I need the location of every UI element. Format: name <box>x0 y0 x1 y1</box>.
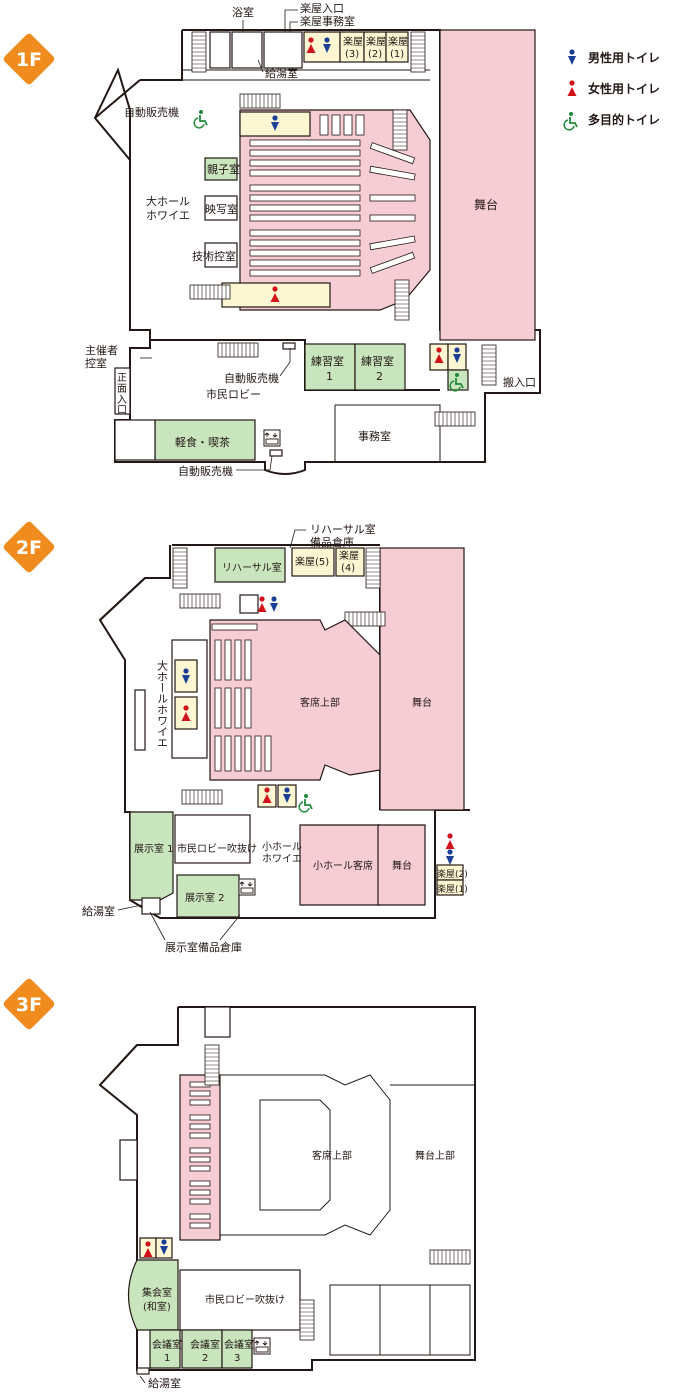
f2-dressing4-number: (4) <box>341 563 355 574</box>
f3-assembly-label-2: (和室) <box>143 1300 171 1313</box>
f2-leader-lines <box>117 529 306 941</box>
f1-dressing-entrance-label: 楽屋入口 <box>300 2 344 15</box>
floor-1-labels: 浴室 楽屋入口 楽屋事務室 給湯室 楽屋 (3) 楽屋 (2) 楽屋 (1) 自… <box>85 2 536 478</box>
f1-tech-control-label: 技術控室 <box>192 249 236 263</box>
f1-kitchenette-label: 給湯室 <box>265 66 298 80</box>
f1-main-entrance-3: 入 <box>117 395 127 406</box>
legend-accessible-label: 多目的トイレ <box>588 112 660 127</box>
f1-vending-top-label: 自動販売機 <box>124 105 179 119</box>
f3-stage-upper-label: 舞台上部 <box>415 1149 455 1162</box>
f1-practice1-number: 1 <box>326 370 333 383</box>
f3-meeting2-label: 会議室 <box>190 1338 220 1351</box>
f1-practice1-label: 練習室 <box>311 354 344 368</box>
f3-meeting1-label: 会議室 <box>152 1338 182 1351</box>
f1-lobby-label: 市民ロビー <box>206 387 261 401</box>
f1-practice2-label: 練習室 <box>361 354 394 368</box>
badge-1f: 1F <box>3 33 55 85</box>
f1-organizer-label-2: 控室 <box>85 356 107 370</box>
f2-foyer-label: 大ホールホワイエ <box>156 659 169 748</box>
f2-exhibit2-label: 展示室 2 <box>185 891 225 904</box>
f1-dressing1-label: 楽屋 <box>388 35 408 48</box>
f1-dressing1-number: (1) <box>390 49 404 60</box>
f1-main-entrance-1: 正 <box>117 373 127 384</box>
f1-foyer-label-2: ホワイエ <box>146 209 190 222</box>
f1-foyer-label-1: 大ホール <box>146 194 190 208</box>
f2-stage-label: 舞台 <box>412 696 432 709</box>
f1-office-label: 事務室 <box>358 429 391 443</box>
accessible-toilet-icon <box>563 111 578 131</box>
f2-small-foyer-label-2: ホワイエ <box>262 853 302 865</box>
floor-1-plan <box>93 29 541 475</box>
f2-stage <box>379 547 465 811</box>
badge-3f-text: 3F <box>16 994 42 1016</box>
f2-seat-rows <box>211 623 272 772</box>
badge-2f-text: 2F <box>16 537 42 559</box>
f1-vending-mid-label: 自動販売機 <box>224 371 279 385</box>
legend-female-label: 女性用トイレ <box>588 81 660 96</box>
f2-seating <box>209 619 381 781</box>
f1-dressing3-label: 楽屋 <box>343 35 363 48</box>
f2-lobby-void-label: 市民ロビー吹抜け <box>177 842 257 855</box>
f1-dressing-office-label: 楽屋事務室 <box>300 14 355 28</box>
f2-rehearsal-store-label-1: リハーサル室 <box>310 522 376 536</box>
f3-kitchenette-label: 給湯室 <box>148 1376 181 1390</box>
f3-seat-rows <box>189 1081 211 1229</box>
f1-stage-label: 舞台 <box>474 197 498 212</box>
f3-meeting1-number: 1 <box>164 1353 170 1364</box>
legend-male-label: 男性用トイレ <box>588 50 660 65</box>
f3-meeting3-number: 3 <box>234 1353 240 1364</box>
badge-3f: 3F <box>3 978 55 1030</box>
f1-cafe-label: 軽食・喫茶 <box>175 435 230 449</box>
f1-dressing2-label: 楽屋 <box>366 35 386 48</box>
f2-kitchenette-label: 給湯室 <box>82 904 115 918</box>
f1-main-entrance-2: 面 <box>117 384 127 395</box>
f1-practice2-number: 2 <box>376 370 383 383</box>
f2-dressing4-label: 楽屋 <box>339 549 359 562</box>
f2-small-foyer-label-1: 小ホール <box>262 841 302 853</box>
f3-upper-seats-label: 客席上部 <box>312 1149 352 1162</box>
floor-3-labels: 客席上部 舞台上部 市民ロビー吹抜け 集会室 (和室) 会議室 1 会議室 2 … <box>142 1149 455 1390</box>
f2-rehearsal-store-label-2: 備品倉庫 <box>310 535 354 549</box>
f2-exhibit-store-label: 展示室備品倉庫 <box>165 940 242 954</box>
f2-dressing1-label: 楽屋(1) <box>437 883 468 895</box>
f2-upper-seats-label: 客席上部 <box>300 696 340 709</box>
male-toilet-icon <box>568 49 576 65</box>
f1-leader-lines <box>140 9 298 471</box>
floor-2-plan <box>98 544 470 919</box>
f2-dressing5-label: 楽屋(5) <box>295 555 329 568</box>
f1-projection-label: 映写室 <box>205 202 238 216</box>
f3-meeting3-label: 会議室 <box>224 1338 254 1351</box>
floor-2-labels: リハーサル室 備品倉庫 リハーサル室 楽屋(5) 楽屋 (4) 大ホールホワイエ… <box>82 522 468 954</box>
f3-assembly-label-1: 集会室 <box>142 1286 172 1299</box>
f3-meeting2-number: 2 <box>202 1353 208 1364</box>
f1-organizer-label-1: 主催者 <box>85 343 118 357</box>
f1-dressing2-number: (2) <box>368 49 382 60</box>
f2-dressing2-label: 楽屋(2) <box>437 868 468 880</box>
f1-stage <box>439 29 536 341</box>
floor-3-plan <box>98 1006 476 1375</box>
f1-dressing3-number: (3) <box>345 49 359 60</box>
f2-exhibit1-label: 展示室 1 <box>134 842 174 855</box>
badge-1f-text: 1F <box>16 49 42 71</box>
f3-lobby-void-label: 市民ロビー吹抜け <box>205 1293 285 1306</box>
f1-seat-rows <box>249 114 416 277</box>
female-toilet-icon <box>567 80 577 96</box>
f1-main-entrance-4: 口 <box>117 405 127 416</box>
f2-small-seats-label: 小ホール客席 <box>313 859 373 872</box>
f2-small-stage <box>377 824 426 906</box>
f1-parent-child-label: 親子室 <box>207 162 240 176</box>
f3-leader-lines <box>139 1375 146 1384</box>
f1-loading-label: 搬入口 <box>503 375 536 389</box>
f1-bath-label: 浴室 <box>232 5 254 19</box>
f1-vending-bottom-label: 自動販売機 <box>178 464 233 478</box>
legend: 男性用トイレ 女性用トイレ 多目的トイレ <box>563 49 660 131</box>
f2-small-stage-label: 舞台 <box>392 859 412 872</box>
badge-2f: 2F <box>3 521 55 573</box>
f2-rehearsal-label: リハーサル室 <box>222 561 282 574</box>
